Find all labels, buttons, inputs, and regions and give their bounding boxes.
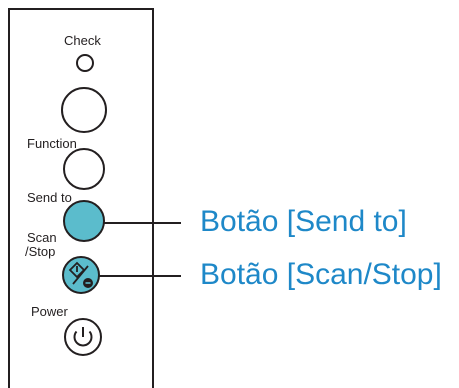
power-button[interactable] <box>64 318 102 356</box>
send-to-leader-line <box>103 222 181 224</box>
function-button[interactable] <box>63 148 105 190</box>
check-indicator-led <box>76 54 94 72</box>
scan-label-line1: Scan <box>27 230 57 245</box>
power-icon <box>73 327 93 347</box>
power-label: Power <box>31 304 68 319</box>
scan-label-line2: /Stop <box>25 244 56 259</box>
scan-stop-icon <box>68 261 93 288</box>
send-to-button[interactable] <box>63 200 105 242</box>
function-label: Function <box>27 136 77 151</box>
scan-stop-button[interactable] <box>62 256 100 294</box>
top-button[interactable] <box>61 87 107 133</box>
send-to-callout: Botão [Send to] <box>200 205 407 238</box>
scan-stop-callout: Botão [Scan/Stop] <box>200 258 442 291</box>
operator-panel <box>8 8 154 388</box>
send-to-label: Send to <box>27 190 72 205</box>
check-label: Check <box>64 33 101 48</box>
scan-stop-leader-line <box>98 275 181 277</box>
